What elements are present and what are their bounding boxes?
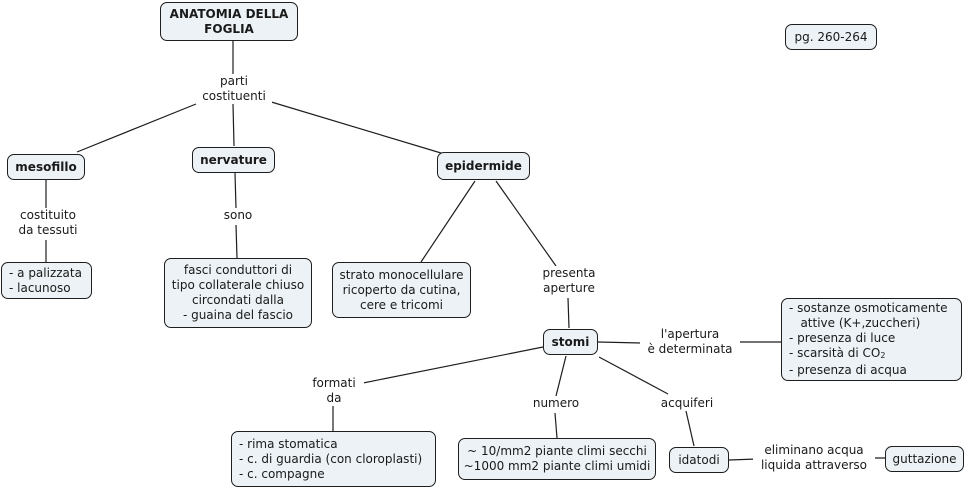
- line-epidermide-to-presenta: [495, 180, 557, 267]
- formati-da-node[interactable]: - rima stomatica - c. di guardia (con cl…: [231, 431, 436, 487]
- apertura-fattori-text: - sostanze osmoticamente attive (K+,zucc…: [789, 301, 948, 378]
- link-label-numero: numero: [526, 396, 586, 411]
- stomi-node[interactable]: stomi: [543, 329, 598, 355]
- mesofillo-node[interactable]: mesofillo: [7, 154, 85, 180]
- fasci-conduttori-node[interactable]: fasci conduttori di tipo collaterale chi…: [164, 258, 312, 328]
- title-node[interactable]: ANATOMIA DELLA FOGLIA: [160, 2, 298, 41]
- link-label-sono: sono: [216, 208, 260, 223]
- link-label-eliminano-acqua: eliminano acqua liquida attraverso: [753, 443, 875, 473]
- line-numero-to-valori: [554, 412, 558, 439]
- line-parti-to-mesofillo: [76, 103, 197, 153]
- co2-subscript: 2: [880, 351, 886, 360]
- numero-valori-node[interactable]: ~ 10/mm2 piante climi secchi ~1000 mm2 p…: [458, 438, 656, 480]
- idatodi-node[interactable]: idatodi: [669, 447, 729, 473]
- strato-monocellulare-node[interactable]: strato monocellulare ricoperto da cutina…: [332, 262, 471, 318]
- guttazione-node[interactable]: guttazione: [885, 446, 964, 472]
- nervature-node[interactable]: nervature: [192, 147, 275, 173]
- link-label-parti-costituenti: parti costituenti: [196, 74, 272, 104]
- line-parti-to-nervature: [232, 103, 235, 147]
- line-epidermide-to-strato: [420, 180, 476, 263]
- link-label-formati-da: formati da: [304, 376, 364, 406]
- line-stomi-to-formati: [357, 346, 544, 385]
- line-nervature-to-sono: [234, 172, 237, 209]
- epidermide-node[interactable]: epidermide: [437, 152, 530, 180]
- line-sono-to-fasci: [235, 224, 238, 259]
- line-stomi-to-apertura: [597, 341, 643, 344]
- apertura-fattori-node[interactable]: - sostanze osmoticamente attive (K+,zucc…: [781, 298, 962, 381]
- link-label-costituito-da-tessuti: costituito da tessuti: [10, 208, 86, 238]
- fattori-lines-2: - presenza di acqua: [789, 363, 907, 377]
- page-reference-node[interactable]: pg. 260-264: [785, 24, 877, 50]
- line-idatodi-to-eliminano: [728, 458, 758, 461]
- link-label-apertura-determinata: l'apertura è determinata: [640, 327, 740, 357]
- line-stomi-to-acquiferi: [598, 356, 669, 395]
- line-acquiferi-to-idatodi: [685, 410, 695, 447]
- fattori-lines-1: - sostanze osmoticamente attive (K+,zucc…: [789, 301, 948, 360]
- line-presenta-to-stomi: [567, 297, 570, 329]
- line-parti-to-epidermide: [267, 100, 442, 154]
- mesofillo-tessuti-node[interactable]: - a palizzata - lacunoso: [1, 262, 92, 299]
- link-label-presenta-aperture: presenta aperture: [533, 266, 605, 296]
- line-stomi-to-numero: [555, 355, 567, 397]
- link-label-acquiferi: acquiferi: [654, 396, 720, 411]
